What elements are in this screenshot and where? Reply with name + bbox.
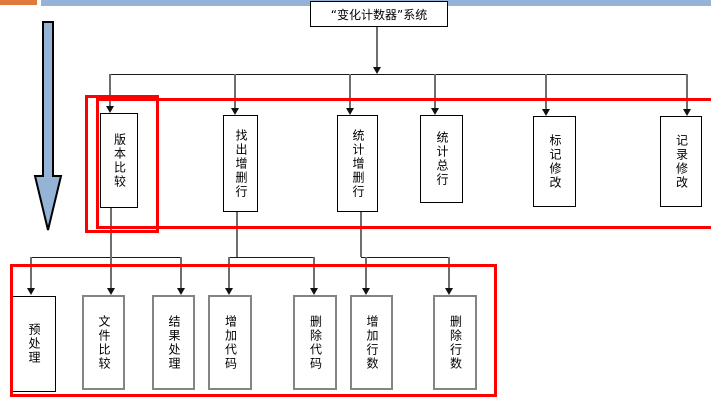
connector-line bbox=[434, 74, 436, 108]
connector-line bbox=[109, 74, 111, 106]
node-find-added-deleted-lines: 找出增删行 bbox=[223, 115, 258, 212]
connector-line bbox=[234, 74, 236, 108]
connector-line bbox=[360, 212, 362, 257]
connector-line bbox=[349, 74, 351, 108]
arrowhead-icon bbox=[225, 288, 233, 295]
arrowhead-icon bbox=[310, 288, 318, 295]
arrowhead-icon bbox=[27, 288, 35, 295]
node-label: 删除代码 bbox=[308, 314, 323, 371]
connector-line bbox=[376, 27, 378, 67]
connector-line bbox=[313, 257, 315, 288]
node-version-compare: 版本比较 bbox=[100, 113, 138, 208]
arrowhead-icon bbox=[431, 108, 439, 115]
highlight-rect-level3-group bbox=[10, 264, 497, 397]
node-label: 结果处理 bbox=[167, 314, 181, 371]
down-arrow-icon bbox=[33, 21, 63, 231]
node-label: 统计总行 bbox=[435, 131, 449, 187]
connector-line bbox=[110, 257, 112, 288]
node-label: 记录修改 bbox=[674, 133, 689, 190]
connector-bar bbox=[110, 74, 687, 75]
arrowhead-icon bbox=[683, 109, 691, 116]
connector-line bbox=[545, 74, 547, 109]
node-change-counter-system: “变化计数器”系统 bbox=[310, 1, 448, 27]
node-label: 增加行数 bbox=[365, 314, 379, 371]
node-file-compare: 文件比较 bbox=[82, 295, 125, 390]
node-preprocess: 预处理 bbox=[11, 296, 56, 392]
node-label: 统计增删行 bbox=[351, 128, 365, 199]
arrowhead-icon bbox=[231, 108, 239, 115]
arrowhead-icon bbox=[362, 288, 370, 295]
arrowhead-icon bbox=[373, 67, 381, 74]
connector-line bbox=[228, 257, 230, 288]
arrowhead-icon bbox=[106, 106, 114, 113]
node-delete-code: 删除代码 bbox=[293, 295, 337, 390]
arrowhead-icon bbox=[542, 109, 550, 116]
node-record-modifications: 记录修改 bbox=[660, 116, 702, 207]
node-label: 删除行数 bbox=[448, 314, 463, 371]
orange-bar bbox=[0, 0, 37, 5]
node-label: 标记修改 bbox=[548, 133, 562, 190]
connector-line bbox=[180, 257, 182, 288]
arrowhead-icon bbox=[445, 288, 453, 295]
connector-line bbox=[236, 212, 238, 257]
node-count-added-deleted-lines: 统计增删行 bbox=[337, 115, 378, 212]
connector-line bbox=[686, 74, 688, 109]
connector-line bbox=[448, 257, 450, 288]
node-label: 预处理 bbox=[27, 323, 41, 365]
node-deleted-line-count: 删除行数 bbox=[433, 295, 477, 390]
connector-bar bbox=[361, 257, 450, 258]
connector-bar bbox=[30, 257, 182, 258]
node-label: 找出增删行 bbox=[234, 128, 248, 199]
node-label: “变化计数器”系统 bbox=[330, 7, 428, 22]
arrowhead-icon bbox=[346, 108, 354, 115]
node-label: 文件比较 bbox=[97, 314, 111, 371]
arrowhead-icon bbox=[107, 288, 115, 295]
connector-line bbox=[365, 257, 367, 288]
highlight-rect-level2-group bbox=[96, 98, 711, 229]
arrowhead-icon bbox=[177, 288, 185, 295]
node-label: 版本比较 bbox=[112, 132, 127, 189]
node-add-code: 增加代码 bbox=[208, 295, 252, 390]
connector-line bbox=[30, 257, 32, 288]
node-added-line-count: 增加行数 bbox=[350, 295, 393, 390]
node-result-process: 结果处理 bbox=[152, 295, 195, 390]
node-label: 增加代码 bbox=[223, 314, 238, 371]
connector-bar bbox=[229, 257, 315, 258]
node-mark-modifications: 标记修改 bbox=[533, 116, 576, 207]
node-count-total-lines: 统计总行 bbox=[420, 115, 463, 203]
highlight-rect-version-compare bbox=[85, 95, 159, 233]
